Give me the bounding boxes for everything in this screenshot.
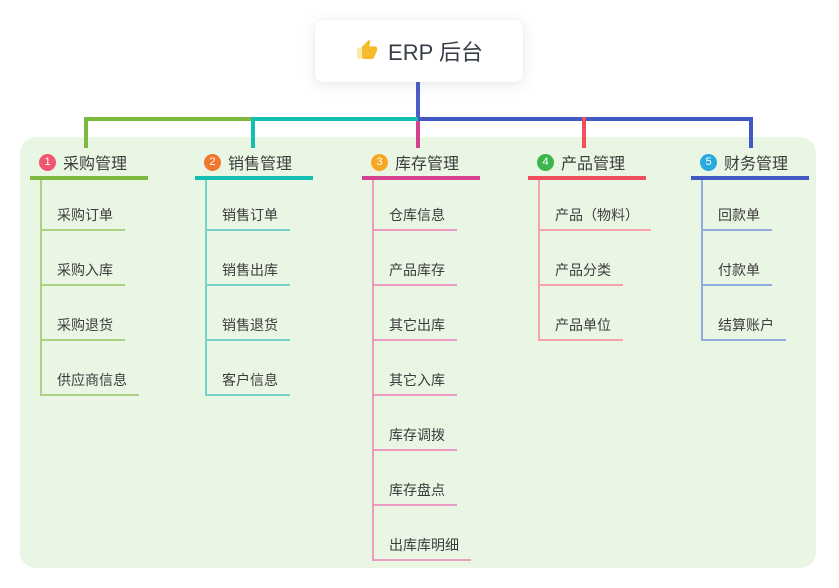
branch-number-badge: 4 xyxy=(537,153,554,171)
child-node-product-stock[interactable]: 产品库存 xyxy=(372,258,457,286)
child-node-stock-transfer[interactable]: 库存调拨 xyxy=(372,423,457,451)
root-node[interactable]: ERP 后台 xyxy=(315,20,523,82)
child-node-sales-order[interactable]: 销售订单 xyxy=(205,203,290,231)
branch-number-badge: 3 xyxy=(371,153,388,171)
child-node-supplier-info[interactable]: 供应商信息 xyxy=(40,368,139,396)
child-node-settlement-account[interactable]: 结算账户 xyxy=(701,313,786,341)
branch-title-sales[interactable]: 2 销售管理 xyxy=(195,148,313,180)
branch-title-label: 采购管理 xyxy=(63,156,128,173)
drop-line-sales xyxy=(251,117,255,148)
branch-title-label: 财务管理 xyxy=(724,156,789,173)
child-node-other-inbound[interactable]: 其它入库 xyxy=(372,368,457,396)
child-node-product-category[interactable]: 产品分类 xyxy=(538,258,623,286)
child-node-outbound-detail[interactable]: 出库库明细 xyxy=(372,533,471,561)
branch-spine-line xyxy=(40,180,42,396)
branch-title-label: 库存管理 xyxy=(395,156,460,173)
drop-line-inventory xyxy=(416,121,420,148)
drop-line-finance xyxy=(749,117,753,148)
child-node-product-material[interactable]: 产品（物料） xyxy=(538,203,651,231)
branch-title-inventory[interactable]: 3 库存管理 xyxy=(362,148,480,180)
root-connector-line xyxy=(416,82,420,117)
branch-title-purchase[interactable]: 1 采购管理 xyxy=(30,148,148,180)
child-node-sales-outbound[interactable]: 销售出库 xyxy=(205,258,290,286)
child-node-warehouse-info[interactable]: 仓库信息 xyxy=(372,203,457,231)
thumbs-up-icon xyxy=(355,39,379,63)
child-node-sales-return[interactable]: 销售退货 xyxy=(205,313,290,341)
branch-number-badge: 1 xyxy=(39,153,56,171)
branch-number-badge: 5 xyxy=(700,153,717,171)
branch-spine-line xyxy=(372,180,374,561)
root-title: ERP 后台 xyxy=(388,40,483,65)
branches-panel xyxy=(20,137,816,568)
branch-number-badge: 2 xyxy=(204,153,221,171)
branch-title-label: 产品管理 xyxy=(561,156,626,173)
branch-title-label: 销售管理 xyxy=(228,156,293,173)
child-node-purchase-inbound[interactable]: 采购入库 xyxy=(40,258,125,286)
bus-line-sales xyxy=(253,117,418,121)
child-node-customer-info[interactable]: 客户信息 xyxy=(205,368,290,396)
branch-title-product[interactable]: 4 产品管理 xyxy=(528,148,646,180)
child-node-other-outbound[interactable]: 其它出库 xyxy=(372,313,457,341)
drop-line-purchase xyxy=(84,117,88,148)
drop-line-product xyxy=(582,117,586,148)
branch-title-finance[interactable]: 5 财务管理 xyxy=(691,148,809,180)
child-node-purchase-return[interactable]: 采购退货 xyxy=(40,313,125,341)
branch-spine-line xyxy=(205,180,207,396)
branch-spine-line xyxy=(701,180,703,341)
child-node-payment-bill[interactable]: 付款单 xyxy=(701,258,772,286)
child-node-purchase-order[interactable]: 采购订单 xyxy=(40,203,125,231)
child-node-receipt-bill[interactable]: 回款单 xyxy=(701,203,772,231)
branch-spine-line xyxy=(538,180,540,341)
child-node-stock-check[interactable]: 库存盘点 xyxy=(372,478,457,506)
bus-line-purchase xyxy=(84,117,253,121)
child-node-product-unit[interactable]: 产品单位 xyxy=(538,313,623,341)
